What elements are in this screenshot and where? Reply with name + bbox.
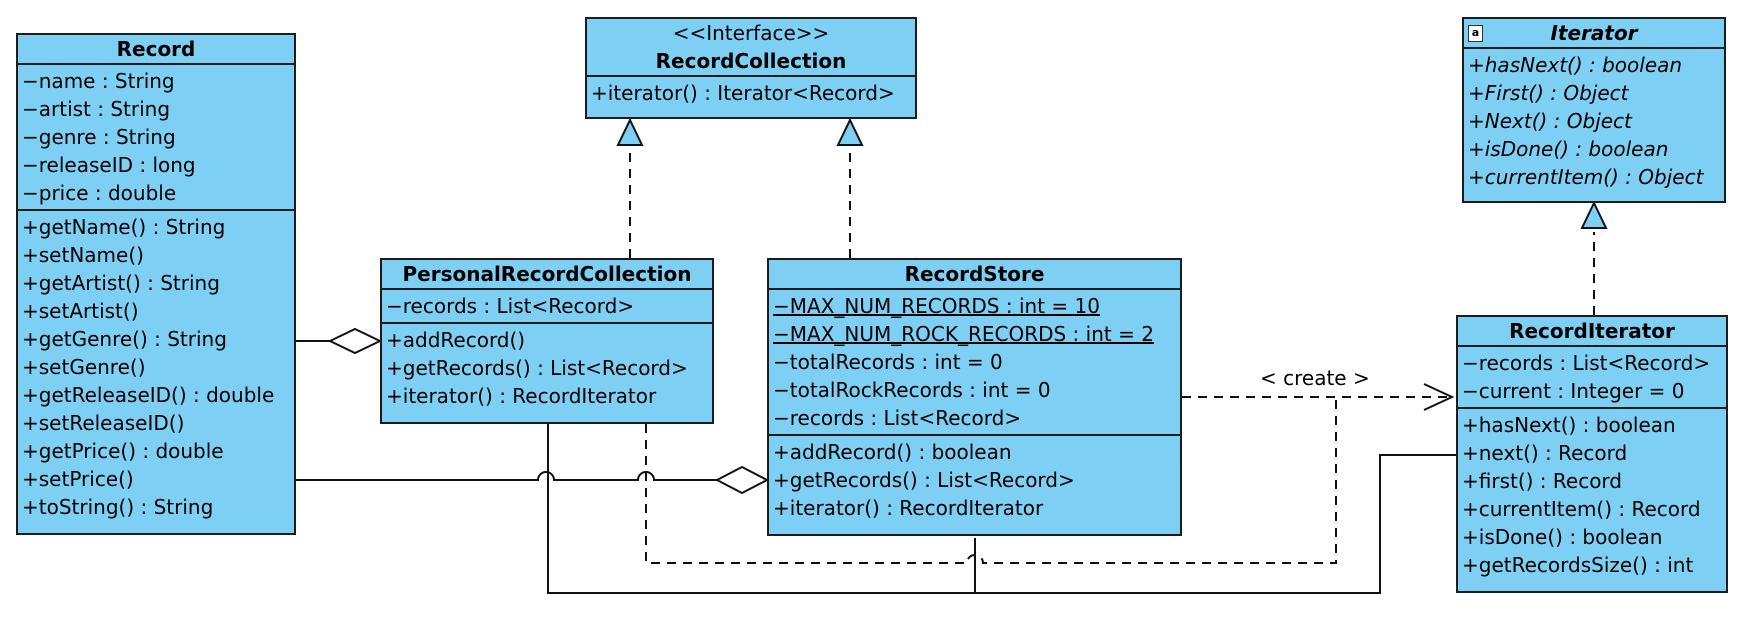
class-record-store: RecordStore −MAX_NUM_RECORDS : int = 10 …	[767, 258, 1182, 536]
realization-record-iterator	[1580, 200, 1608, 315]
operation: +setPrice()	[22, 467, 134, 491]
class-personal-record-collection: PersonalRecordCollection −records : List…	[380, 258, 714, 424]
operation: +getRecordsSize() : int	[1462, 553, 1694, 577]
class-record-iterator-attributes: −records : List<Record> −current : Integ…	[1458, 347, 1726, 409]
operation: +iterator() : Iterator<Record>	[591, 81, 895, 105]
aggregation-personal-record	[296, 327, 383, 355]
class-iterator-name: Iterator	[1550, 21, 1638, 45]
iterator-associations	[547, 424, 1456, 594]
class-iterator-header: a Iterator	[1464, 19, 1724, 49]
attribute: −totalRockRecords : int = 0	[773, 378, 1051, 402]
class-iterator: a Iterator +hasNext() : boolean +First()…	[1462, 17, 1726, 203]
operation: +next() : Record	[1462, 441, 1628, 465]
class-record-iterator-operations: +hasNext() : boolean +next() : Record +f…	[1458, 409, 1726, 581]
class-iterator-operations: +hasNext() : boolean +First() : Object +…	[1464, 49, 1724, 193]
operation: +iterator() : RecordIterator	[773, 496, 1044, 520]
operation: +getPrice() : double	[22, 439, 224, 463]
attribute: −genre : String	[22, 125, 176, 149]
class-record-name: Record	[18, 35, 294, 65]
interface-stereotype: <<Interface>>	[672, 21, 830, 45]
attribute: −price : double	[22, 181, 177, 205]
operation: +currentItem() : Object	[1468, 165, 1704, 189]
attribute: −current : Integer = 0	[1462, 379, 1685, 403]
operation: +hasNext() : boolean	[1462, 413, 1676, 437]
operation: +isDone() : boolean	[1468, 137, 1669, 161]
operation: +first() : Record	[1462, 469, 1622, 493]
operation: +getArtist() : String	[22, 271, 220, 295]
operation: +hasNext() : boolean	[1468, 53, 1683, 77]
class-record-collection-header: <<Interface>> RecordCollection	[587, 19, 915, 77]
static-attribute: −MAX_NUM_RECORDS : int = 10	[773, 294, 1100, 318]
realization-personal-collection	[616, 117, 644, 258]
abstract-class-icon: a	[1468, 25, 1483, 42]
operation: +First() : Object	[1468, 81, 1629, 105]
operation: +setArtist()	[22, 299, 139, 323]
create-dependency	[1182, 383, 1455, 411]
class-personal-record-collection-operations: +addRecord() +getRecords() : List<Record…	[382, 324, 712, 412]
operation: +toString() : String	[22, 495, 214, 519]
operation: +addRecord()	[386, 328, 526, 352]
static-attribute: −MAX_NUM_ROCK_RECORDS : int = 2	[773, 322, 1154, 346]
operation: +getName() : String	[22, 215, 226, 239]
class-record-iterator-name: RecordIterator	[1458, 317, 1726, 347]
attribute: −records : List<Record>	[386, 294, 635, 318]
operation: +getGenre() : String	[22, 327, 227, 351]
operation: +setName()	[22, 243, 144, 267]
operation: +setReleaseID()	[22, 411, 185, 435]
operation: +Next() : Object	[1468, 109, 1632, 133]
operation: +iterator() : RecordIterator	[386, 384, 657, 408]
class-record-collection: <<Interface>> RecordCollection +iterator…	[585, 17, 917, 119]
class-record-iterator: RecordIterator −records : List<Record> −…	[1456, 315, 1728, 593]
operation: +addRecord() : boolean	[773, 440, 1012, 464]
attribute: −totalRecords : int = 0	[773, 350, 1003, 374]
operation: +getRecords() : List<Record>	[773, 468, 1075, 492]
operation: +getReleaseID() : double	[22, 383, 275, 407]
attribute: −records : List<Record>	[773, 406, 1022, 430]
operation: +isDone() : boolean	[1462, 525, 1663, 549]
aggregation-record-store	[296, 465, 770, 495]
create-dependency-label: < create >	[1258, 366, 1372, 390]
class-record-store-attributes: −MAX_NUM_RECORDS : int = 10 −MAX_NUM_ROC…	[769, 290, 1180, 436]
realization-record-store	[836, 117, 864, 258]
class-record-store-operations: +addRecord() : boolean +getRecords() : L…	[769, 436, 1180, 524]
class-record-collection-name: RecordCollection	[655, 49, 847, 73]
operation: +getRecords() : List<Record>	[386, 356, 688, 380]
class-personal-record-collection-attributes: −records : List<Record>	[382, 290, 712, 324]
operation: +setGenre()	[22, 355, 146, 379]
class-record-attributes: −name : String −artist : String −genre :…	[18, 65, 294, 211]
class-record-operations: +getName() : String +setName() +getArtis…	[18, 211, 294, 523]
operation: +currentItem() : Record	[1462, 497, 1701, 521]
class-record-collection-operations: +iterator() : Iterator<Record>	[587, 77, 915, 109]
class-record-store-name: RecordStore	[769, 260, 1180, 290]
class-record: Record −name : String −artist : String −…	[16, 33, 296, 535]
attribute: −releaseID : long	[22, 153, 196, 177]
attribute: −name : String	[22, 69, 175, 93]
attribute: −artist : String	[22, 97, 171, 121]
attribute: −records : List<Record>	[1462, 351, 1711, 375]
class-personal-record-collection-name: PersonalRecordCollection	[382, 260, 712, 290]
